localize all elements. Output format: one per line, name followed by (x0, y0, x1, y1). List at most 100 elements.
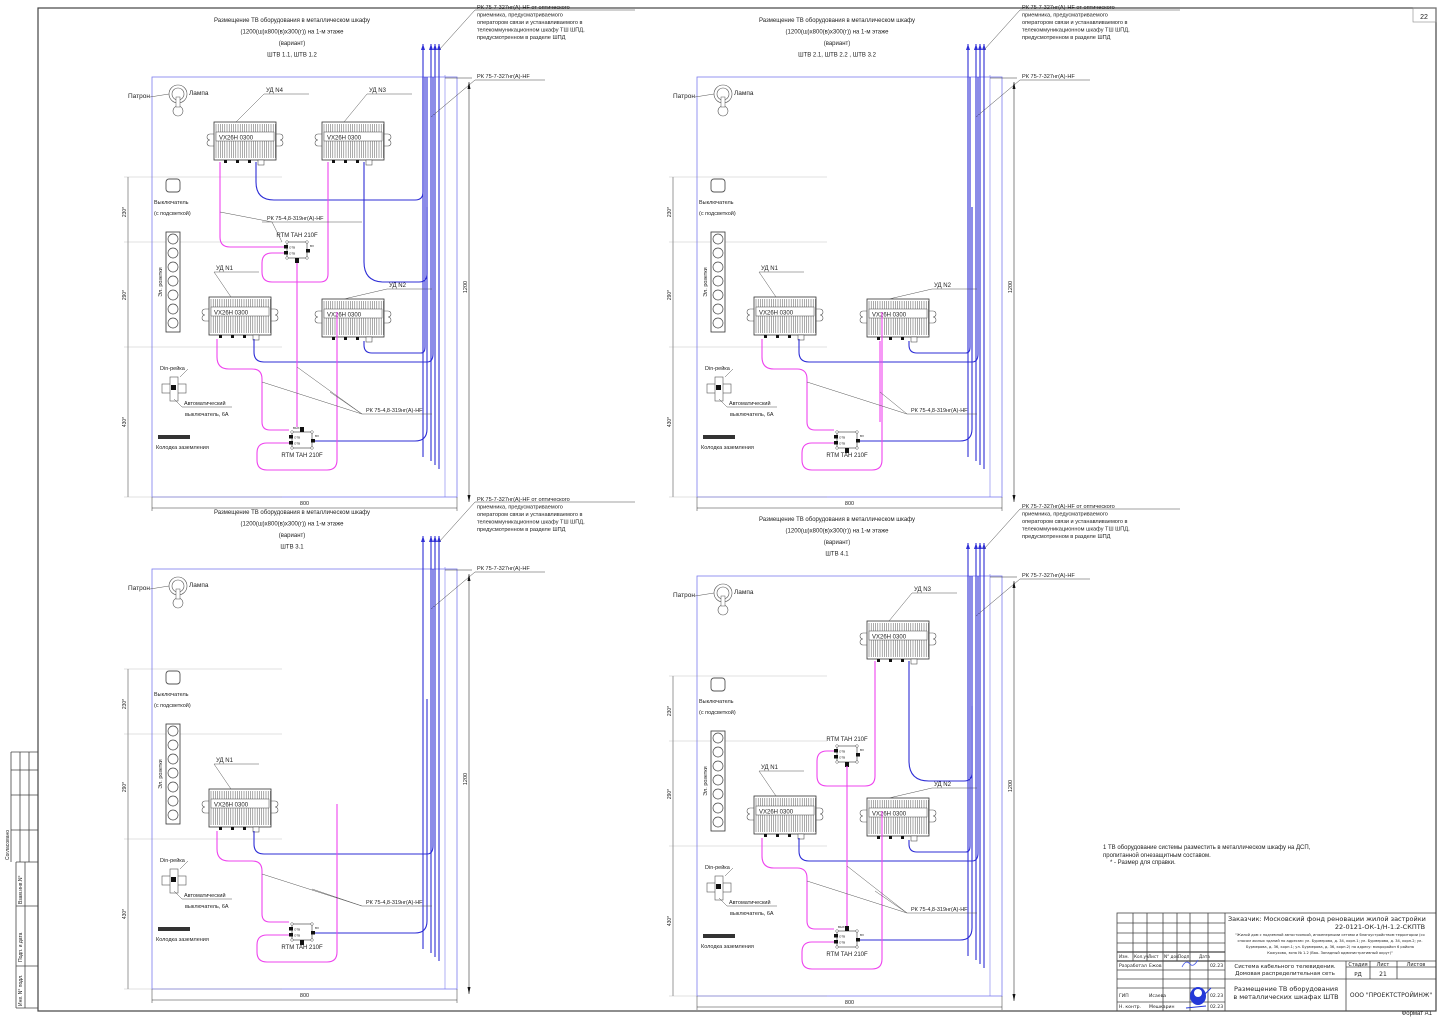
port (845, 448, 849, 453)
port (311, 439, 315, 443)
panel-title-line: (1200(ш)х800(в)х300(г)) на 1-м этаже (241, 30, 345, 36)
leader (806, 381, 908, 415)
signature-icon (1181, 959, 1199, 968)
connector (797, 334, 805, 341)
leader (874, 890, 908, 914)
leader (806, 880, 908, 914)
socket (167, 233, 179, 245)
port (295, 258, 299, 263)
mount-ear (746, 807, 754, 821)
panel-title-line: ШТВ 2.1, ШТВ 2.2 , ШТВ 3.2 (798, 53, 877, 59)
breaker-label: выключатель, 6А (730, 412, 774, 418)
panel-title-line: Размещение ТВ оборудования в металлическ… (214, 510, 370, 516)
splitter-body (286, 241, 308, 259)
socket (712, 816, 724, 828)
leader (975, 79, 1021, 118)
screw (835, 744, 839, 748)
lamp-holder-label: Патрон (673, 592, 695, 599)
port (764, 335, 767, 338)
stamp-inv-orig: Инв. N° подл. (18, 975, 24, 1006)
arrow-up-icon (429, 44, 433, 50)
screw (290, 446, 294, 450)
switch-label: (с подсветкой) (699, 709, 736, 716)
socket (712, 746, 724, 758)
lamp-icon (713, 84, 733, 117)
breaker-label: Автоматический (184, 400, 226, 407)
port-label: OTB (294, 436, 300, 440)
tb-object-line: "Жилой дом с подземной автостоянкой, инж… (1235, 933, 1424, 937)
lamp-icon (168, 84, 188, 117)
side-cable-label: РК 75-7-327нг(А)-HF (477, 74, 530, 80)
mount-ear (271, 308, 279, 322)
rf-cable (798, 576, 979, 862)
socket (712, 802, 724, 814)
screw (835, 446, 839, 450)
arrow-up-icon (978, 44, 982, 50)
dimension-230: 230* (122, 207, 128, 217)
screw (285, 240, 289, 244)
din-rail-icon (706, 875, 732, 901)
splitter-body (836, 745, 858, 763)
top-cable-note: оператором связи и устанавливаемого в (1022, 519, 1127, 525)
mount-ear (384, 310, 392, 324)
din-rail-label: Din-рейка (160, 365, 186, 372)
lamp-icon (713, 583, 733, 616)
socket (712, 261, 724, 273)
top-cable-note: оператором связи и устанавливаемого в (477, 512, 582, 518)
port (289, 927, 293, 931)
amplifier-model: VX26H 0300 (327, 136, 362, 142)
amplifier-model: VX26H 0300 (872, 313, 907, 319)
port-label: OTB (839, 756, 845, 760)
top-cable-note: РК 75-7-327нг(А)-HF от оптического (1022, 5, 1115, 11)
cabinet-outline (151, 568, 458, 990)
model-plate (215, 131, 275, 142)
screw (305, 256, 309, 260)
screw (285, 256, 289, 260)
model-plate (755, 306, 815, 317)
socket (167, 289, 179, 301)
top-cable-note: приемника, предусматриваемого (477, 505, 563, 511)
ground-bar-label: Колодка заземления (156, 937, 209, 943)
port (344, 160, 347, 163)
port-label: BX (860, 933, 864, 937)
top-cable-note: РК 75-7-327нг(А)-HF от оптического (477, 497, 570, 503)
port (236, 160, 239, 163)
screw (835, 430, 839, 434)
port (877, 836, 880, 839)
port (300, 940, 304, 945)
model-plate (323, 308, 383, 319)
port-label: BX (310, 244, 314, 248)
port (332, 337, 335, 340)
breaker-label: Автоматический (184, 892, 226, 899)
panel-title-line: ШТВ 1.1, ШТВ 1.2 (267, 53, 317, 59)
top-cable-note: приемника, предусматриваемого (1022, 13, 1108, 19)
leader (983, 508, 1021, 550)
panel-title-line: ШТВ 3.1 (280, 545, 304, 551)
dimension-height: 1200 (463, 773, 469, 785)
port (901, 659, 904, 662)
mount-ear (929, 809, 937, 823)
ground-bar-icon (158, 435, 190, 439)
port (889, 659, 892, 662)
tb-row-name: Мешкарин (1149, 1004, 1175, 1010)
top-cable-note: приемника, предусматриваемого (477, 13, 563, 19)
tb-stage: РД (1354, 972, 1362, 978)
connector (797, 833, 805, 840)
port (856, 753, 860, 757)
screw (305, 240, 309, 244)
amplifier-tag: УД N2 (934, 283, 952, 289)
socket (167, 781, 179, 793)
din-rail-icon (706, 376, 732, 402)
port-label: OTB (294, 934, 300, 938)
port (311, 931, 315, 935)
rf-cable (908, 576, 973, 782)
dimension-arrow (467, 987, 471, 994)
tb-row-name: Исаева (1149, 993, 1166, 999)
socket (712, 303, 724, 315)
arrow-up-icon (982, 543, 986, 549)
switch-label: Выключатель (154, 200, 189, 206)
port-label: ВЫХ (293, 426, 300, 430)
side-cable-label: РК 75-7-327нг(А)-HF (477, 566, 530, 572)
leader (718, 897, 728, 907)
note-line: 1 ТВ оборудование системы разместить в м… (1103, 845, 1311, 851)
